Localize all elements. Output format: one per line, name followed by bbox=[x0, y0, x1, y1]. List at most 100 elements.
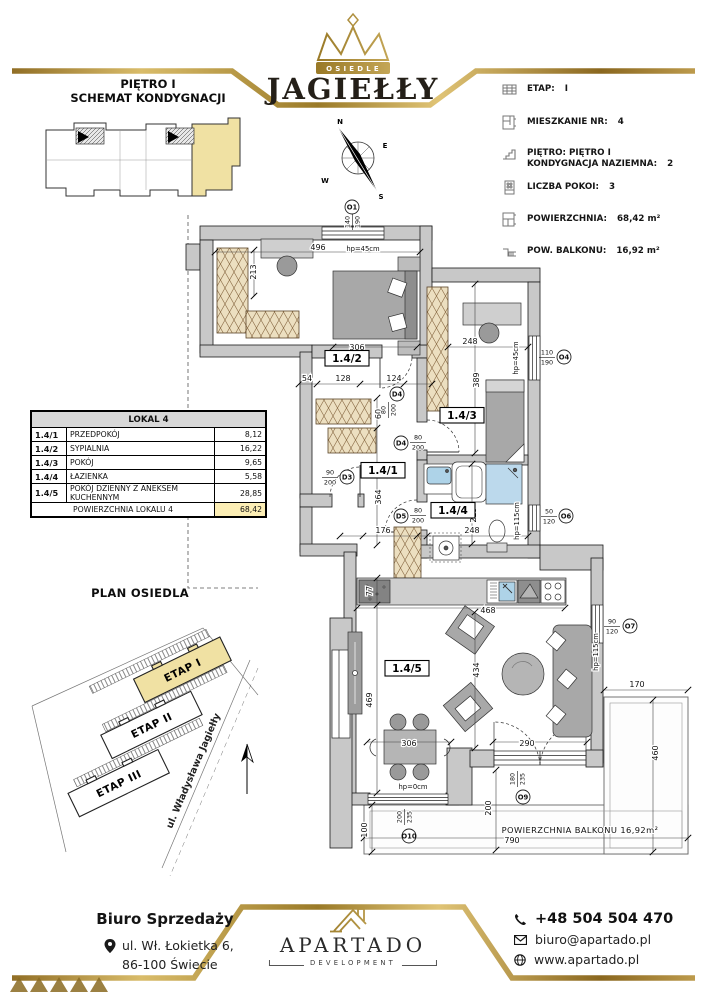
nightstand bbox=[397, 256, 421, 272]
floor-icon bbox=[502, 146, 518, 162]
door-d4-bedroom bbox=[379, 357, 413, 389]
dim-tick bbox=[250, 292, 258, 300]
dim-tick bbox=[359, 532, 367, 540]
dimension-label: hp=115cm bbox=[592, 633, 600, 671]
svg-text:80: 80 bbox=[380, 406, 388, 414]
balcony-area-label: POWIERZCHNIA BALKONU 16,92m² bbox=[502, 825, 659, 835]
sofa bbox=[545, 624, 593, 738]
dim-tick bbox=[373, 574, 381, 582]
dimension-label: 124 bbox=[386, 374, 401, 383]
dimension-label: 364 bbox=[374, 489, 383, 504]
apartment-icon bbox=[502, 115, 518, 131]
table-row: 1.4/1 PRZEDPOKÓJ 8,12 bbox=[30, 427, 267, 442]
address-line2: 86-100 Świecie bbox=[122, 957, 218, 973]
area-icon bbox=[502, 212, 518, 228]
dimension-label: 128 bbox=[335, 374, 350, 383]
compass-e: E bbox=[383, 142, 388, 150]
svg-text:O7: O7 bbox=[625, 622, 636, 630]
dim-tick bbox=[250, 246, 258, 254]
svg-text:O9: O9 bbox=[518, 793, 529, 801]
storey-title-line1: PIĘTRO I bbox=[120, 77, 176, 91]
dim-tick bbox=[471, 280, 479, 288]
dim-tick bbox=[489, 738, 497, 746]
rooms-icon bbox=[502, 180, 518, 196]
sales-office-address: ul. Wł. Łokietka 6, 86-100 Świecie bbox=[104, 936, 234, 975]
svg-text:200: 200 bbox=[324, 479, 336, 487]
info-item-text: ETAP:I bbox=[527, 84, 568, 94]
svg-text:D4: D4 bbox=[396, 439, 407, 447]
svg-text:O10: O10 bbox=[401, 832, 417, 840]
svg-text:140: 140 bbox=[344, 216, 352, 228]
svg-text:200: 200 bbox=[396, 811, 404, 823]
svg-text:200: 200 bbox=[412, 444, 424, 452]
dimension-label: 248 bbox=[464, 526, 479, 535]
staircase-icon bbox=[75, 127, 195, 145]
dimension-label: hp=45cm bbox=[512, 341, 520, 375]
building-etap2 bbox=[100, 690, 203, 760]
room-label-1-4-5: 1.4/5 bbox=[384, 659, 430, 677]
kitchen bbox=[356, 577, 567, 606]
dimension-label: 434 bbox=[472, 662, 481, 677]
phone-number[interactable]: +48 504 504 470 bbox=[535, 911, 674, 927]
dim-tick bbox=[468, 540, 476, 548]
bathtub bbox=[451, 461, 487, 503]
dimension-label: 306 bbox=[401, 739, 416, 748]
globe-icon bbox=[514, 953, 526, 966]
room-label-1-4-4: 1.4/4 bbox=[430, 501, 476, 519]
table-row: 1.4/4 ŁAZIENKA 5,58 bbox=[30, 469, 267, 484]
single-bed bbox=[485, 379, 525, 463]
website-url[interactable]: www.apartado.pl bbox=[534, 952, 640, 967]
header-ribbon bbox=[12, 68, 695, 108]
dimension-label: 248 bbox=[462, 337, 477, 346]
info-item-text: POWIERZCHNIA:68,42 m² bbox=[527, 214, 661, 224]
table-title: LOKAL 4 bbox=[30, 410, 267, 428]
dim-tick bbox=[353, 604, 361, 612]
dim-tick bbox=[492, 846, 500, 854]
room-area: 8,12 bbox=[214, 427, 267, 442]
room3-furniture bbox=[462, 302, 525, 463]
room-label-1-4-1: 1.4/1 bbox=[360, 461, 406, 479]
dim-tick bbox=[649, 696, 657, 704]
room-labels: 1.4/11.4/21.4/31.4/41.4/5 bbox=[324, 349, 485, 677]
brand-band bbox=[316, 62, 390, 74]
svg-text:90: 90 bbox=[326, 469, 334, 477]
contact-block: +48 504 504 470 biuro@apartado.pl www.ap… bbox=[514, 911, 673, 972]
dim-tick bbox=[400, 380, 408, 388]
svg-text:90: 90 bbox=[608, 618, 616, 626]
dimension-label: 389 bbox=[472, 372, 481, 387]
total-label: POWIERZCHNIA LOKALU 4 bbox=[30, 502, 215, 518]
developer-logo: APARTADO DEVELOPMENT bbox=[268, 933, 438, 967]
storey-schematic bbox=[45, 117, 241, 197]
email-address[interactable]: biuro@apartado.pl bbox=[535, 932, 652, 947]
dimension-label: hp=0cm bbox=[399, 783, 428, 791]
dining-table bbox=[383, 729, 437, 765]
room-name: POKÓJ bbox=[66, 455, 215, 470]
dim-tick bbox=[524, 343, 532, 351]
nightstand bbox=[397, 340, 421, 356]
dim-tick bbox=[368, 848, 376, 856]
dim-tick bbox=[373, 789, 381, 797]
svg-text:190: 190 bbox=[541, 359, 553, 367]
site-plan-title: PLAN OSIEDLA bbox=[91, 586, 189, 600]
info-item-3: LICZBA POKOI:3 bbox=[502, 180, 615, 196]
svg-text:1.4/2: 1.4/2 bbox=[332, 353, 362, 365]
footer-ribbon bbox=[12, 904, 695, 981]
dim-tick bbox=[416, 248, 424, 256]
room-id: 1.4/1 bbox=[30, 427, 67, 442]
svg-text:110: 110 bbox=[541, 349, 553, 357]
info-item-text: POW. BALKONU:16,92 m² bbox=[527, 246, 660, 256]
total-value: 68,42 bbox=[214, 502, 267, 518]
dimension-label: hp=45cm bbox=[346, 245, 380, 253]
desk bbox=[260, 238, 314, 259]
armchair bbox=[442, 681, 494, 733]
dim-tick bbox=[360, 834, 368, 842]
room-area: 9,65 bbox=[214, 455, 267, 470]
dim-tick bbox=[428, 380, 436, 388]
